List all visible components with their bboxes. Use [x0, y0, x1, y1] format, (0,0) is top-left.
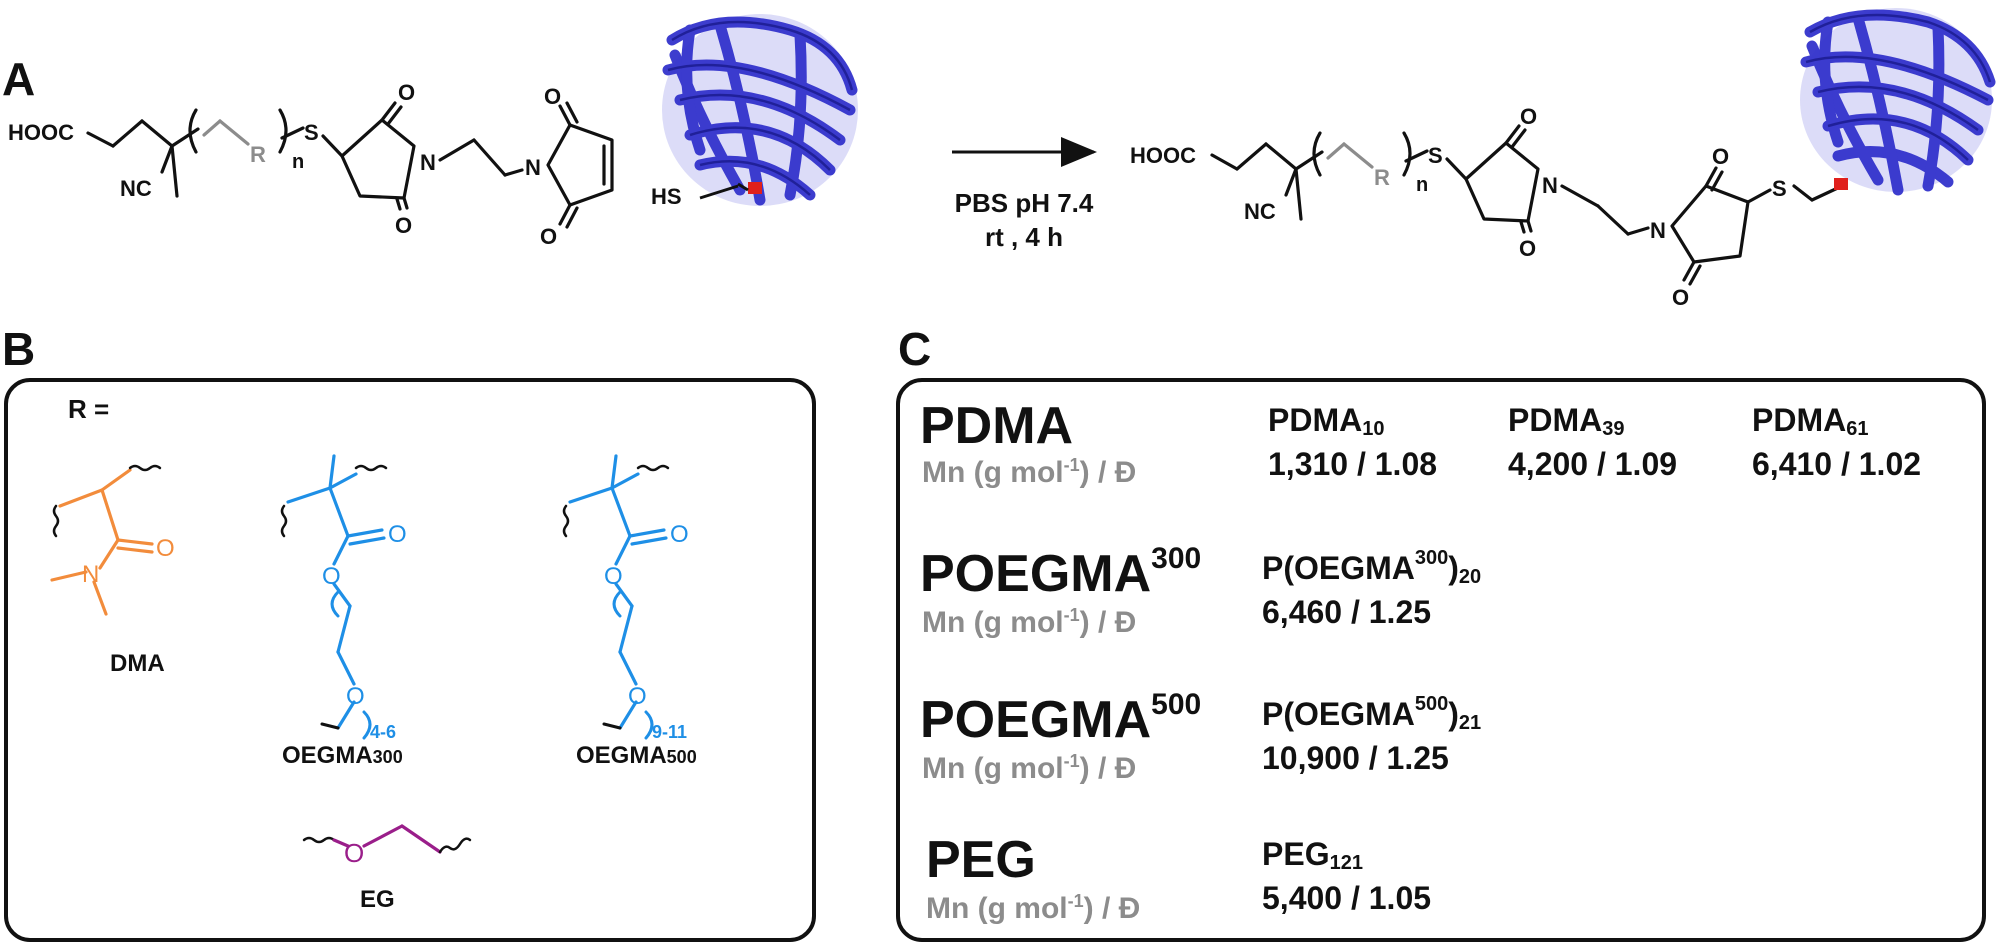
oegma500-repeat: 9-11 — [652, 722, 687, 742]
panel-letter-a: A — [2, 53, 36, 105]
group-title-poegma300: POEGMA300 — [920, 542, 1202, 603]
bioconjugate-product — [1210, 124, 1844, 286]
entry-name-pdma10: PDMA10 — [1268, 402, 1385, 440]
group-title-peg: PEG — [926, 831, 1036, 889]
hs-label: HS — [651, 184, 682, 209]
n-atom-label-1: N — [420, 150, 436, 175]
reactant-atom-labels: HOOC NC R n S O O N N O O — [8, 80, 561, 249]
product-o-label-4: O — [1672, 285, 1689, 310]
product-hooc-label: HOOC — [1130, 143, 1196, 168]
mn-label-poegma300: Mn (g mol-1) / Đ — [922, 605, 1137, 639]
protein-reactant: HS — [651, 14, 858, 209]
product-atom-labels: HOOC NC R n S O O N N O O S — [1130, 104, 1787, 310]
product-o-label-2: O — [1519, 236, 1536, 261]
product-nc-label: NC — [1244, 199, 1276, 224]
o-label-1: O — [398, 80, 415, 105]
panel-letter-c: C — [898, 323, 932, 375]
cysteine-marker — [748, 182, 762, 194]
product-s-label-1: S — [1428, 143, 1443, 168]
conditions-line-2: rt , 4 h — [985, 222, 1063, 252]
product-n-atom-2: N — [1650, 218, 1666, 243]
oegma300-o-carbonyl: O — [388, 521, 407, 548]
entry-name-poegma300-20: P(OEGMA300)20 — [1262, 547, 1482, 588]
polymer-maleimide-reactant — [86, 101, 614, 229]
n-repeat-label: n — [292, 151, 304, 173]
oegma500-o-ether: O — [628, 683, 647, 710]
eg-label: EG — [360, 886, 395, 913]
panel-letter-b: B — [2, 323, 36, 375]
polymer-table-box — [896, 378, 1986, 942]
group-title-poegma500: POEGMA500 — [920, 688, 1202, 749]
r-equals-label: R = — [68, 394, 109, 424]
oegma500-structure — [562, 454, 670, 740]
entry-value-pdma10: 1,310 / 1.08 — [1268, 446, 1438, 482]
oegma300-label: OEGMA300 — [282, 742, 403, 769]
product-r-label: R — [1374, 165, 1390, 190]
entry-value-poegma300-20: 6,460 / 1.25 — [1262, 594, 1432, 630]
product-n-repeat-label: n — [1416, 174, 1428, 196]
r-label: R — [250, 142, 266, 167]
oegma500-o-carbonyl: O — [670, 521, 689, 548]
mn-label-poegma500: Mn (g mol-1) / Đ — [922, 751, 1137, 785]
conditions-line-1: PBS pH 7.4 — [955, 188, 1094, 218]
product-n-atom-1: N — [1542, 173, 1558, 198]
entry-name-poegma500-21: P(OEGMA500)21 — [1262, 693, 1482, 734]
entry-name-peg121: PEG121 — [1262, 836, 1363, 874]
entry-value-pdma61: 6,410 / 1.02 — [1752, 446, 1922, 482]
protein-product — [1800, 8, 1996, 196]
mn-label-peg: Mn (g mol-1) / Đ — [926, 891, 1141, 925]
entry-value-peg121: 5,400 / 1.05 — [1262, 880, 1432, 916]
oegma300-repeat: 4-6 — [370, 722, 396, 742]
entry-value-poegma500-21: 10,900 / 1.25 — [1262, 740, 1449, 776]
product-o-label-3: O — [1712, 144, 1729, 169]
dma-label: DMA — [110, 650, 165, 677]
oegma300-structure — [280, 454, 388, 740]
entry-name-pdma61: PDMA61 — [1752, 402, 1869, 440]
hooc-label: HOOC — [8, 120, 74, 145]
mn-label-pdma: Mn (g mol-1) / Đ — [922, 455, 1137, 489]
monomer-structures: R = O N O O O 4-6 — [50, 394, 689, 868]
eg-o-atom: O — [344, 838, 364, 868]
product-o-label-1: O — [1520, 104, 1537, 129]
reaction-scheme: HOOC NC R n S O O N N O O — [8, 8, 1996, 310]
group-title-pdma: PDMA — [920, 397, 1074, 455]
dma-structure — [50, 464, 162, 616]
monomer-panel-box — [4, 378, 816, 942]
o-label-4: O — [540, 224, 557, 249]
s-label: S — [304, 120, 319, 145]
entry-value-pdma39: 4,200 / 1.09 — [1508, 446, 1678, 482]
oegma500-o-ester: O — [604, 563, 623, 590]
n-atom-label-2: N — [525, 155, 541, 180]
entry-name-pdma39: PDMA39 — [1508, 402, 1625, 440]
oegma300-o-ester: O — [322, 563, 341, 590]
product-s-label-2: S — [1772, 176, 1787, 201]
dma-n-atom: N — [82, 561, 99, 588]
product-cysteine-marker — [1834, 178, 1848, 190]
dma-o-atom: O — [156, 535, 175, 562]
eg-structure — [302, 824, 472, 854]
o-label-3: O — [544, 84, 561, 109]
oegma500-label: OEGMA500 — [576, 742, 697, 769]
oegma300-o-ether: O — [346, 683, 365, 710]
o-label-2: O — [395, 213, 412, 238]
nc-label: NC — [120, 176, 152, 201]
